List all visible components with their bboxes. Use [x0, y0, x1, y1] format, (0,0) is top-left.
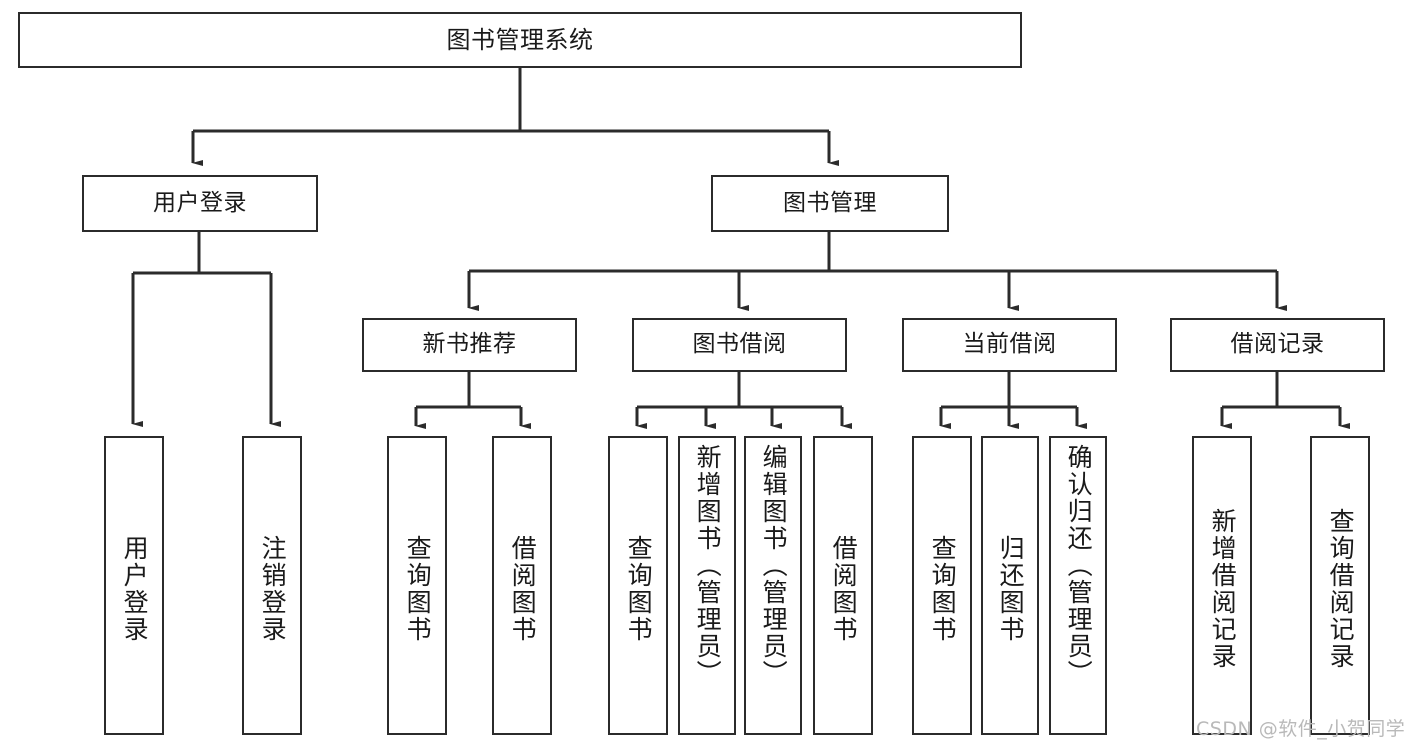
- node-leaf-borrow-book-2[interactable]: 借阅图书: [813, 436, 873, 735]
- node-root-system[interactable]: 图书管理系统: [18, 12, 1022, 68]
- node-leaf-edit-book[interactable]: 编辑图书（管理员）: [744, 436, 802, 735]
- node-current-borrow[interactable]: 当前借阅: [902, 318, 1117, 372]
- node-user-login-label: 用户登录: [153, 189, 247, 216]
- node-book-manage-label: 图书管理: [783, 189, 877, 216]
- node-current-borrow-label: 当前借阅: [962, 331, 1057, 358]
- node-leaf-borrow-book-2-label: 借阅图书: [829, 534, 859, 643]
- node-leaf-add-book[interactable]: 新增图书（管理员）: [678, 436, 736, 735]
- node-leaf-query-book-1[interactable]: 查询图书: [387, 436, 447, 735]
- node-root-label: 图书管理系统: [446, 25, 594, 54]
- node-user-login[interactable]: 用户登录: [82, 175, 318, 232]
- node-book-borrow-label: 图书借阅: [692, 331, 787, 358]
- node-leaf-query-book-2[interactable]: 查询图书: [608, 436, 668, 735]
- node-leaf-user-login-label: 用户登录: [120, 534, 150, 643]
- node-leaf-add-book-label: 新增图书（管理员）: [693, 444, 723, 687]
- node-leaf-user-login[interactable]: 用户登录: [104, 436, 164, 735]
- node-leaf-query-book-2-label: 查询图书: [624, 534, 654, 643]
- node-new-book-recommend[interactable]: 新书推荐: [362, 318, 577, 372]
- csdn-watermark: CSDN @软件_小贺同学: [1196, 718, 1405, 740]
- node-leaf-borrow-book-1[interactable]: 借阅图书: [492, 436, 552, 735]
- node-leaf-return-book[interactable]: 归还图书: [981, 436, 1039, 735]
- node-leaf-add-record-label: 新增借阅记录: [1208, 507, 1238, 670]
- node-leaf-query-book-1-label: 查询图书: [403, 534, 433, 643]
- node-leaf-query-record-label: 查询借阅记录: [1326, 507, 1356, 670]
- node-leaf-logout-label: 注销登录: [258, 534, 288, 643]
- node-borrow-record-label: 借阅记录: [1230, 331, 1325, 358]
- node-leaf-borrow-book-1-label: 借阅图书: [508, 534, 538, 643]
- node-borrow-record[interactable]: 借阅记录: [1170, 318, 1385, 372]
- node-leaf-confirm-return-label: 确认归还（管理员）: [1064, 444, 1094, 687]
- node-leaf-return-book-label: 归还图书: [996, 534, 1026, 643]
- node-new-book-recommend-label: 新书推荐: [422, 331, 517, 358]
- node-leaf-query-book-3-label: 查询图书: [928, 534, 958, 643]
- node-leaf-add-record[interactable]: 新增借阅记录: [1192, 436, 1252, 735]
- node-leaf-confirm-return[interactable]: 确认归还（管理员）: [1049, 436, 1107, 735]
- node-leaf-logout[interactable]: 注销登录: [242, 436, 302, 735]
- node-book-borrow[interactable]: 图书借阅: [632, 318, 847, 372]
- node-book-manage[interactable]: 图书管理: [711, 175, 949, 232]
- node-leaf-query-record[interactable]: 查询借阅记录: [1310, 436, 1370, 735]
- node-leaf-query-book-3[interactable]: 查询图书: [912, 436, 972, 735]
- node-leaf-edit-book-label: 编辑图书（管理员）: [759, 444, 789, 687]
